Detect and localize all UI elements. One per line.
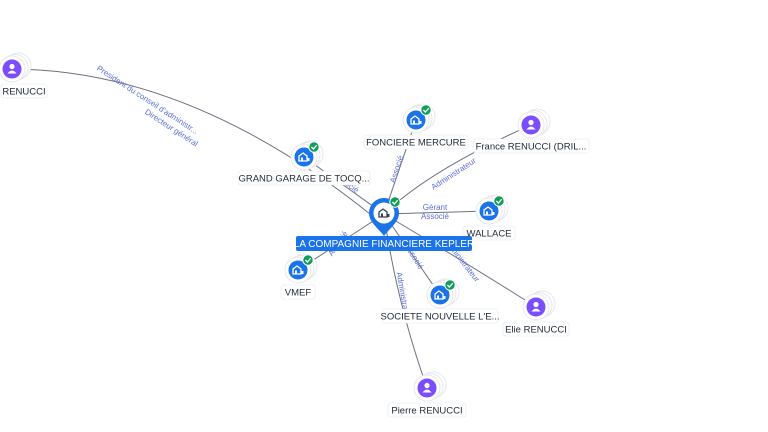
- edge-garage: [303, 156, 385, 215]
- node-fonciere[interactable]: FONCIERE MERCURE: [363, 103, 469, 150]
- center-label-background: [296, 236, 472, 251]
- edge-label-fonciere: Associé: [388, 154, 405, 184]
- node-label-garage: GRAND GARAGE DE TOCQ...: [238, 173, 369, 184]
- edge-societe: [383, 213, 441, 296]
- node-elie[interactable]: Elie RENUCCI: [502, 290, 570, 337]
- node-vmef[interactable]: VMEF: [280, 253, 318, 300]
- person-icon: [422, 382, 432, 393]
- verified-checkmark-icon: [302, 254, 314, 266]
- edge-wallace: [383, 210, 490, 215]
- edges-layer: [11, 68, 537, 389]
- building-icon: [298, 152, 310, 162]
- building-icon: [292, 265, 304, 275]
- node-garage[interactable]: GRAND GARAGE DE TOCQ...: [237, 140, 371, 186]
- node-label-elie: Elie RENUCCI: [505, 324, 567, 335]
- person-icon: [531, 301, 541, 312]
- node-label-vmef: VMEF: [285, 287, 312, 298]
- building-icon: [378, 208, 390, 218]
- node-label-fonciere: FONCIERE MERCURE: [366, 137, 466, 148]
- verified-checkmark-icon: [389, 196, 401, 208]
- center-node[interactable]: LA COMPAGNIE FINANCIERE KEPLER: [294, 196, 474, 251]
- node-label-wallace: WALLACE: [466, 228, 511, 239]
- verified-checkmark-icon: [493, 195, 505, 207]
- verified-checkmark-icon: [420, 104, 432, 116]
- node-pierre[interactable]: Pierre RENUCCI: [387, 371, 467, 418]
- verified-checkmark-icon: [444, 279, 456, 291]
- building-icon: [410, 115, 422, 125]
- node-wallace[interactable]: WALLACE: [462, 194, 516, 241]
- center-label: LA COMPAGNIE FINANCIERE KEPLER: [294, 239, 474, 250]
- person-icon: [526, 119, 536, 130]
- node-label-pierre: Pierre RENUCCI: [391, 405, 462, 416]
- edge-elie: [383, 213, 537, 308]
- node-france[interactable]: France RENUCCI (DRIL...: [472, 108, 590, 154]
- nodes-layer: RENUCCI FONCIERE MERCURE France RENUCCI (D…: [0, 52, 590, 418]
- edge-label-wallace: Associé: [421, 212, 450, 221]
- person-icon: [7, 63, 17, 74]
- edge-label-renucci: President du conseil d'administr...: [95, 64, 200, 136]
- node-label-societe: SOCIETE NOUVELLE L'E...: [380, 311, 499, 322]
- node-renucci[interactable]: RENUCCI: [0, 52, 48, 99]
- node-societe[interactable]: SOCIETE NOUVELLE L'E...: [380, 278, 500, 324]
- node-label-renucci: RENUCCI: [2, 86, 45, 97]
- verified-checkmark-icon: [308, 141, 320, 153]
- edge-label-wallace: Gérant: [423, 203, 448, 212]
- edge-pierre: [383, 213, 428, 389]
- building-icon: [434, 290, 446, 300]
- building-icon: [483, 206, 495, 216]
- node-label-france: France RENUCCI (DRIL...: [476, 141, 587, 152]
